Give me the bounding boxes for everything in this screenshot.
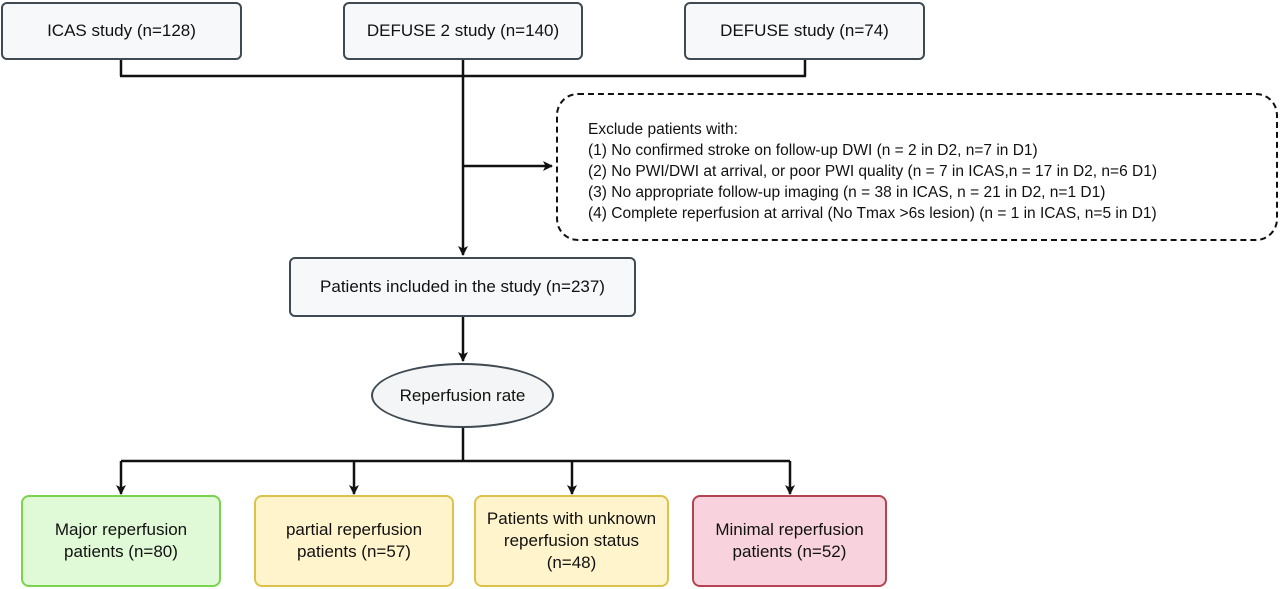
- outcome-minimal-label: Minimal reperfusion patients (n=52): [715, 520, 864, 561]
- reperfusion-rate-label: Reperfusion rate: [399, 385, 526, 405]
- exclusion-criteria-box: Exclude patients with: (1) No confirmed …: [556, 93, 1278, 241]
- included-patients-label: Patients included in the study (n=237): [320, 277, 605, 296]
- outcome-minimal-box: Minimal reperfusion patients (n=52): [692, 495, 887, 587]
- included-patients-box: Patients included in the study (n=237): [289, 257, 636, 317]
- reperfusion-rate-node: Reperfusion rate: [371, 363, 554, 428]
- source-defuse2-label: DEFUSE 2 study (n=140): [366, 21, 560, 40]
- exclusion-title: Exclude patients with:: [588, 121, 738, 138]
- outcome-unknown-label: Patients with unknown reperfusion status…: [486, 509, 657, 572]
- exclusion-item-2: (2) No PWI/DWI at arrival, or poor PWI q…: [588, 163, 1157, 180]
- source-icas-label: ICAS study (n=128): [47, 21, 196, 40]
- source-icas-box: ICAS study (n=128): [1, 2, 242, 60]
- outcome-major-box: Major reperfusion patients (n=80): [21, 495, 221, 587]
- exclusion-item-1: (1) No confirmed stroke on follow-up DWI…: [588, 142, 1038, 159]
- outcome-partial-label: partial reperfusion patients (n=57): [285, 520, 423, 561]
- exclusion-item-4: (4) Complete reperfusion at arrival (No …: [588, 205, 1157, 222]
- source-defuse2-box: DEFUSE 2 study (n=140): [343, 2, 583, 60]
- source-defuse-label: DEFUSE study (n=74): [720, 21, 889, 40]
- source-defuse-box: DEFUSE study (n=74): [684, 2, 925, 60]
- outcome-unknown-box: Patients with unknown reperfusion status…: [474, 495, 669, 587]
- exclusion-item-3: (3) No appropriate follow-up imaging (n …: [588, 184, 1106, 201]
- outcome-major-label: Major reperfusion patients (n=80): [54, 520, 188, 561]
- outcome-partial-box: partial reperfusion patients (n=57): [254, 495, 454, 587]
